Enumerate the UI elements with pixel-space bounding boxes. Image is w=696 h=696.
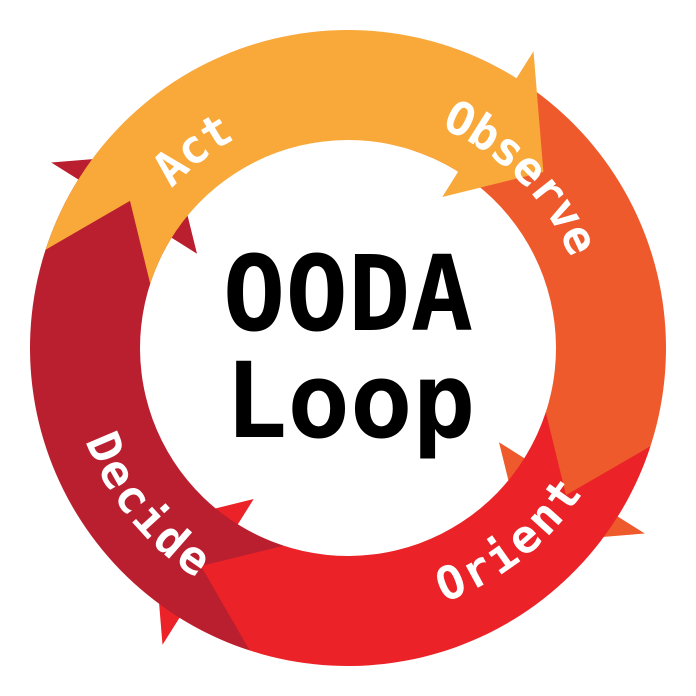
- center-title: OODA Loop: [223, 233, 475, 462]
- loop-segments: [30, 30, 666, 666]
- act-arrow-segment: [45, 30, 544, 284]
- title-line-1: OODA: [223, 233, 473, 355]
- title-line-2: Loop: [225, 340, 475, 462]
- orient-arrow-segment: [152, 412, 651, 666]
- decide-arrow-segment: [30, 152, 284, 651]
